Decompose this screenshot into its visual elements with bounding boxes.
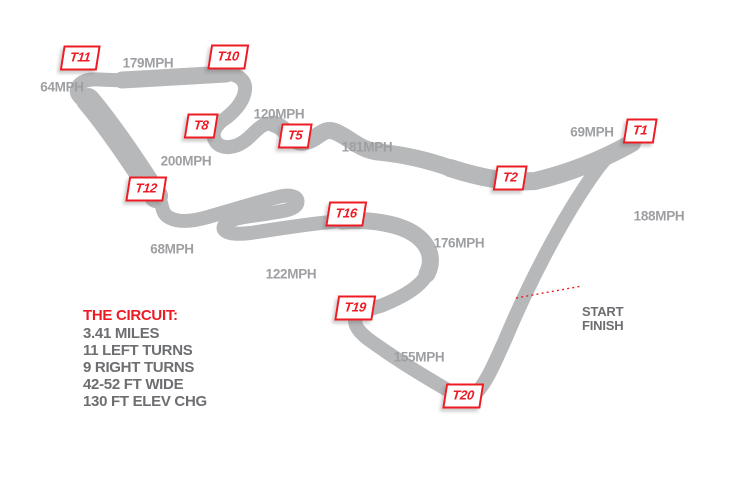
speed-label-155mph: 155MPH [393, 349, 445, 365]
track-t16-sweep [333, 212, 439, 283]
turn-badge-t19: T19 [334, 295, 376, 321]
turn-label: T1 [632, 122, 649, 138]
circuit-stats: THE CIRCUIT: 3.41 MILES 11 LEFT TURNS 9 … [83, 307, 207, 410]
speed-label-69mph: 69MPH [570, 124, 614, 140]
turn-label: T11 [69, 49, 92, 65]
turn-badge-t20: T20 [442, 383, 484, 409]
turn-badge-t8: T8 [183, 113, 219, 139]
turn-badge-t16: T16 [325, 201, 367, 227]
speed-label-200mph: 200MPH [160, 153, 212, 169]
stats-item-right-turns: 9 RIGHT TURNS [83, 359, 195, 376]
turn-badge-t1: T1 [622, 118, 658, 144]
start-finish-line [515, 285, 583, 299]
turn-label: T2 [502, 169, 519, 185]
speed-label-181mph: 181MPH [341, 139, 393, 155]
speed-label-188mph: 188MPH [633, 208, 685, 224]
turn-label: T20 [451, 387, 475, 403]
start-finish-label: START FINISH [582, 304, 624, 333]
turn-label: T10 [216, 48, 240, 64]
stats-item-miles: 3.41 MILES [83, 325, 160, 342]
turn-badge-t5: T5 [277, 123, 313, 149]
track-top-straight [113, 65, 235, 89]
turn-badge-t11: T11 [59, 45, 101, 71]
speed-label-120mph: 120MPH [253, 106, 305, 122]
speed-label-179mph: 179MPH [122, 55, 174, 71]
speed-label-176mph: 176MPH [433, 235, 485, 251]
speed-label-68mph: 68MPH [150, 241, 194, 257]
finish-label: FINISH [582, 318, 624, 333]
speed-label-122mph: 122MPH [265, 266, 317, 282]
turn-badge-t12: T12 [125, 176, 167, 202]
start-label: START [582, 304, 624, 319]
turn-label: T5 [287, 127, 304, 143]
turn-label: T19 [343, 299, 367, 315]
stats-item-left-turns: 11 LEFT TURNS [83, 342, 193, 359]
turn-badge-t2: T2 [492, 165, 528, 191]
speed-label-64mph: 64MPH [40, 79, 84, 95]
stats-item-elevation: 130 FT ELEV CHG [83, 393, 207, 410]
stats-heading: THE CIRCUIT: [83, 307, 178, 324]
turn-badge-t10: T10 [207, 44, 249, 70]
turn-label: T16 [334, 205, 358, 221]
turn-label: T8 [193, 117, 210, 133]
turn-label: T12 [134, 180, 158, 196]
stats-item-width: 42-52 FT WIDE [83, 376, 184, 393]
track-t2-sweep [441, 134, 641, 191]
